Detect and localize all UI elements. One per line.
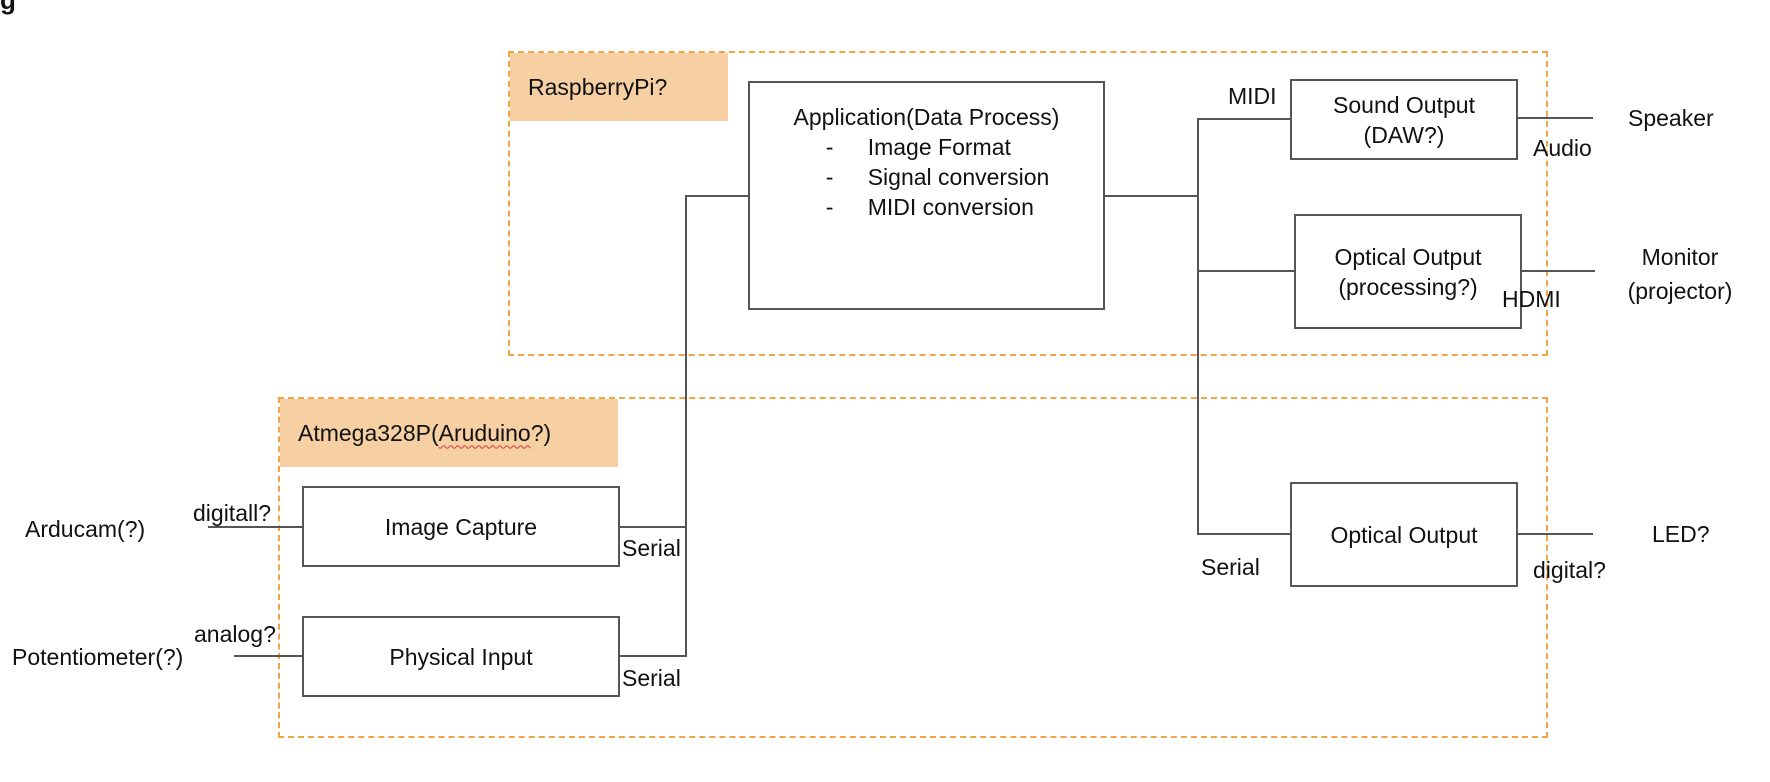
application-list: - Image Format - Signal conversion - MIDI c… (790, 132, 1050, 222)
optical-processing-label: Optical Output (1334, 243, 1482, 270)
physical-input-block: Physical Input (302, 616, 620, 697)
bullet-dash: - (825, 164, 834, 190)
list-item-label: Signal conversion (867, 164, 1050, 190)
raspberrypi-group (508, 51, 1548, 356)
image-capture-label: Image Capture (384, 513, 538, 540)
potentiometer-label: Potentiometer(?) (12, 644, 184, 670)
list-item-label: MIDI conversion (867, 194, 1034, 220)
speaker-label: Speaker (1628, 105, 1714, 131)
list-item-label: Image Format (867, 134, 1011, 160)
optical-output-block: Optical Output (1290, 482, 1518, 587)
serial-trunk-line (685, 195, 687, 656)
serial-physical-label: Serial (622, 665, 681, 691)
digital-output-label: digital? (1533, 557, 1606, 583)
monitor-label: Monitor (projector) (1610, 240, 1750, 308)
atmega-label-spellcheck: Aruduino (438, 419, 531, 446)
digital-input-label: digitall? (193, 500, 271, 526)
hdmi-label: HDMI (1502, 286, 1561, 312)
atmega-label-suffix: ?) (530, 419, 552, 446)
led-label: LED? (1652, 521, 1710, 547)
to-optical-processing-line (1197, 270, 1295, 272)
analog-input-label: analog? (194, 621, 276, 647)
application-output-line (1104, 195, 1198, 197)
monitor-label-line1: Monitor (1641, 244, 1719, 270)
arducam-input-line (208, 526, 304, 528)
serial-to-led-line (1197, 533, 1291, 535)
optical-output-processing-block: Optical Output (processing?) (1294, 214, 1522, 329)
optical-output-label: Optical Output (1330, 521, 1478, 548)
atmega-group-label: Atmega328P(Aruduino?) (280, 399, 618, 467)
bullet-dash: - (825, 134, 834, 160)
bullet-dash: - (825, 194, 834, 220)
list-item: - Image Format (790, 132, 1050, 162)
audio-label: Audio (1533, 135, 1592, 161)
audio-line (1517, 117, 1593, 119)
sound-output-block: Sound Output (DAW?) (1290, 79, 1518, 160)
list-item: - MIDI conversion (790, 192, 1050, 222)
image-capture-block: Image Capture (302, 486, 620, 567)
arducam-label: Arducam(?) (25, 516, 146, 542)
output-bus-line (1197, 118, 1199, 535)
sound-output-sublabel: (DAW?) (1363, 121, 1445, 148)
cropped-title: g (0, 0, 16, 15)
midi-line (1197, 118, 1291, 120)
optical-processing-sublabel: (processing?) (1338, 273, 1478, 300)
atmega-label-prefix: Atmega328P( (298, 419, 439, 446)
hdmi-line (1521, 270, 1595, 272)
midi-label: MIDI (1228, 83, 1277, 109)
list-item: - Signal conversion (790, 162, 1050, 192)
digital-out-line (1517, 533, 1593, 535)
raspberrypi-group-label: RaspberryPi? (510, 53, 728, 121)
physical-input-serial-line (619, 655, 687, 657)
physical-input-label: Physical Input (389, 643, 533, 670)
atmega-group (278, 397, 1548, 738)
potentiometer-input-line (234, 655, 304, 657)
sound-output-label: Sound Output (1333, 91, 1475, 118)
application-title: Application(Data Process) (793, 104, 1060, 130)
image-capture-serial-line (619, 526, 687, 528)
serial-output-label: Serial (1201, 554, 1260, 580)
trunk-to-application-line (685, 195, 749, 197)
monitor-label-line2: (projector) (1627, 278, 1733, 304)
serial-capture-label: Serial (622, 535, 681, 561)
application-block: Application(Data Process) - Image Format … (748, 81, 1105, 310)
